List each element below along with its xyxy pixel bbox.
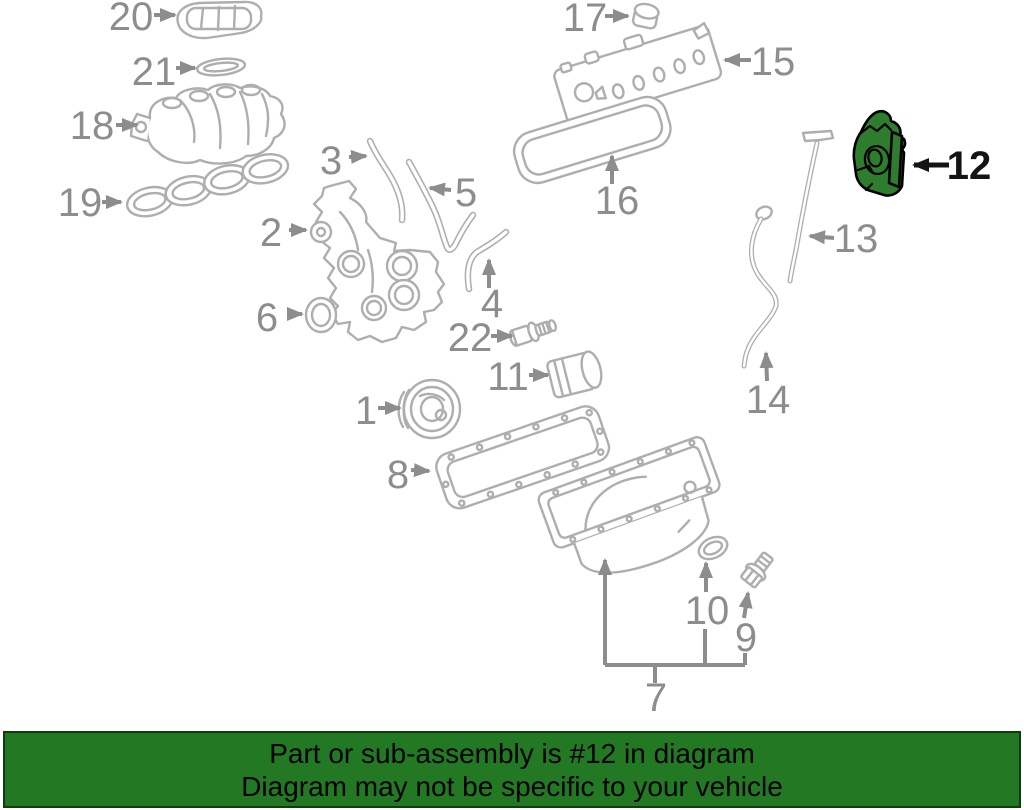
part-5-gasket — [405, 158, 477, 253]
callout-label-7: 7 — [645, 676, 667, 720]
part-10-drain-plug-gasket — [697, 535, 729, 561]
callout-label-19: 19 — [58, 181, 103, 225]
callout-label-17: 17 — [563, 0, 608, 40]
callout-arrow-5 — [428, 182, 452, 197]
callout-label-21: 21 — [132, 50, 177, 94]
part-11-oil-filter — [546, 350, 603, 399]
callout-arrow-9 — [738, 591, 753, 619]
part-4-gasket — [464, 228, 510, 293]
callout-label-6: 6 — [256, 296, 278, 340]
part-15-valve-cover — [553, 21, 723, 124]
part-8-oil-pan-gasket — [435, 405, 611, 510]
callout-label-12-highlighted: 12 — [947, 144, 992, 188]
callout-label-15: 15 — [751, 40, 796, 84]
callout-label-20: 20 — [109, 0, 154, 39]
part-2-front-cover — [309, 179, 446, 344]
part-7-oil-pan — [537, 436, 721, 574]
part-19-manifold-gasket — [125, 153, 290, 218]
part-1-crank-pulley — [397, 378, 462, 440]
part-16-valve-cover-gasket — [512, 95, 672, 185]
part-6-front-seal — [304, 296, 338, 334]
callout-label-3: 3 — [320, 139, 342, 183]
callout-label-13: 13 — [834, 217, 879, 261]
callout-label-5: 5 — [455, 171, 477, 215]
callout-label-1: 1 — [355, 389, 377, 433]
callout-label-9: 9 — [735, 616, 757, 660]
banner-line-1: Part or sub-assembly is #12 in diagram — [269, 737, 755, 769]
callout-label-8: 8 — [387, 453, 409, 497]
callout-label-10: 10 — [685, 589, 730, 633]
callout-label-22: 22 — [448, 316, 493, 360]
callout-arrow-8 — [410, 463, 431, 478]
callout-arrows — [102, 8, 949, 683]
callout-arrow-14 — [759, 351, 774, 382]
info-banner: Part or sub-assembly is #12 in diagram D… — [3, 731, 1021, 808]
callout-label-4: 4 — [481, 282, 503, 326]
callout-label-14: 14 — [746, 378, 791, 422]
part-9-drain-plug — [740, 551, 774, 589]
callout-bracket-7 — [598, 558, 747, 683]
part-20-engine-cover — [176, 0, 263, 40]
part-22-oil-pressure-sender — [508, 319, 558, 347]
callout-labels: 20 21 18 19 3 5 2 6 4 22 11 1 8 17 15 16… — [58, 0, 992, 720]
part-3-gasket — [366, 137, 406, 224]
part-17-oil-filler-cap — [631, 2, 660, 30]
part-21-cover-gasket — [195, 57, 247, 77]
part-18-intake-manifold — [129, 83, 286, 165]
banner-line-2: Diagram may not be specific to your vehi… — [241, 770, 783, 802]
callout-arrow-13 — [808, 230, 835, 245]
callout-label-16: 16 — [595, 179, 640, 223]
callout-arrow-3 — [348, 149, 368, 164]
callout-label-2: 2 — [260, 211, 282, 255]
part-14-dipstick-tube — [741, 205, 779, 369]
callout-label-18: 18 — [70, 104, 115, 148]
part-12-oil-pump-highlighted — [852, 109, 907, 197]
part-13-dipstick — [787, 129, 835, 284]
callout-label-11: 11 — [487, 355, 529, 399]
